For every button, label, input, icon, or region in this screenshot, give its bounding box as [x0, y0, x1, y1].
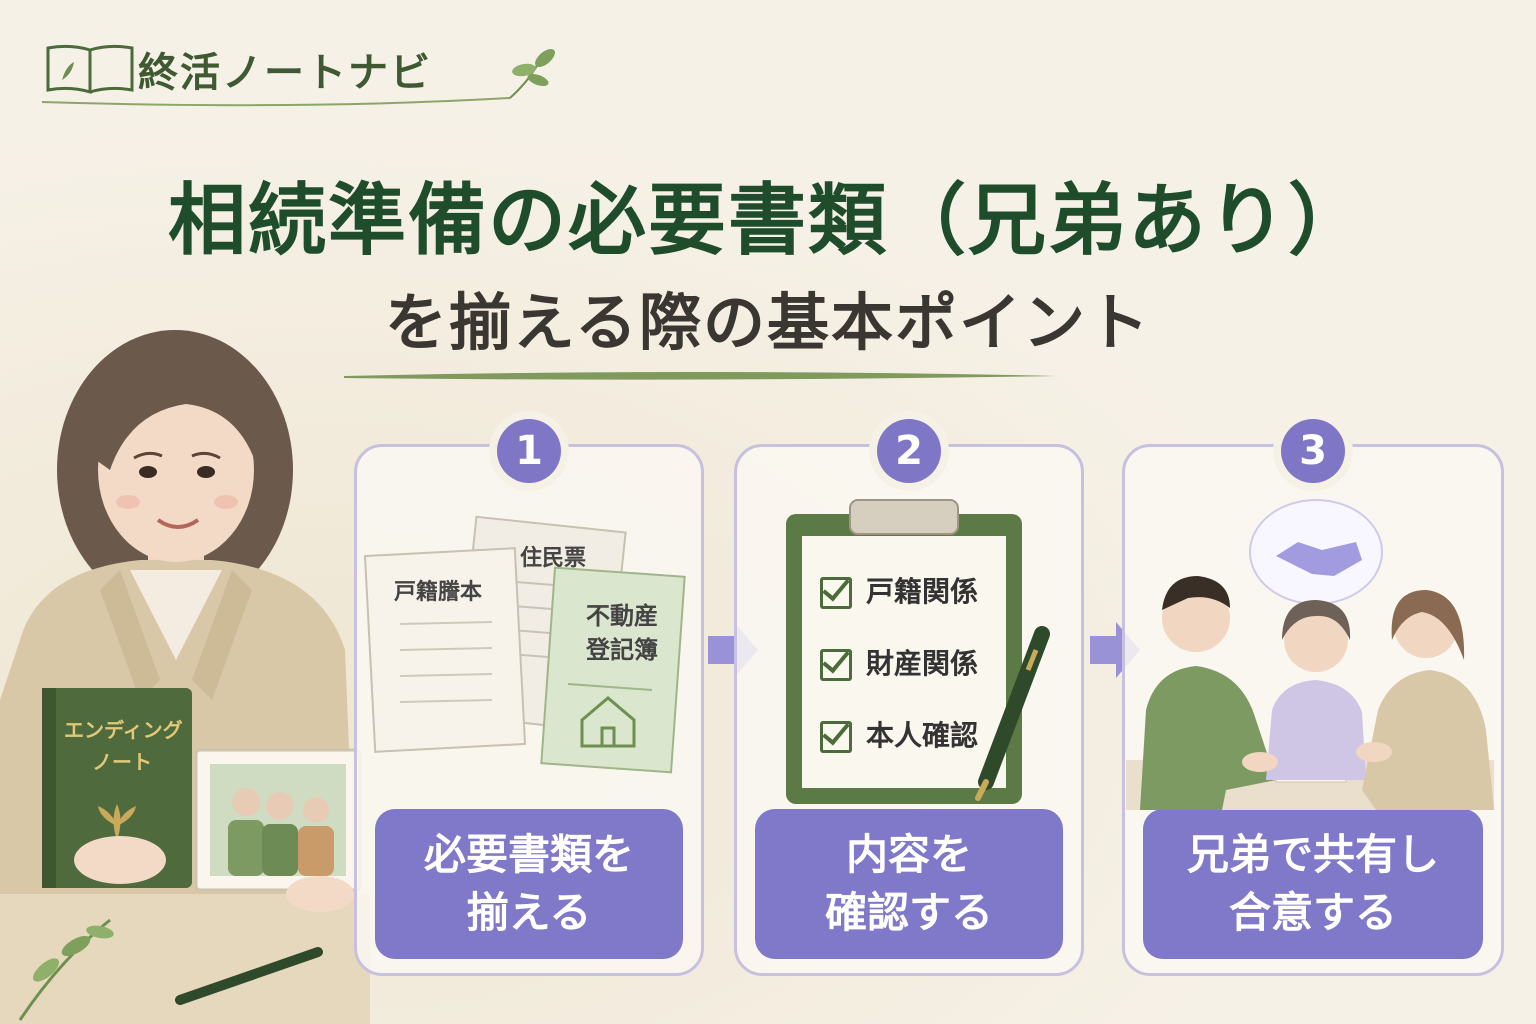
documents-illustration — [363, 515, 686, 774]
doc-juminhyo: 住民票 — [520, 546, 587, 571]
checkbox-icon — [820, 721, 852, 753]
checklist-item-1: 戸籍関係 — [820, 570, 978, 610]
step-label-1-line1: 必要書類を — [423, 830, 634, 879]
step-label-1: 必要書類を 揃える — [375, 809, 683, 959]
page-title: 相続準備の必要書類（兄弟あり） — [167, 176, 1368, 266]
doc-koseki: 戸籍謄本 — [394, 580, 483, 605]
brand-header: 終活ノートナビ — [40, 40, 560, 110]
step-label-3: 兄弟で共有し 合意する — [1143, 809, 1483, 959]
page-subtitle: を揃える際の基本ポイント — [384, 286, 1152, 359]
step-label-3-line1: 兄弟で共有し — [1186, 830, 1439, 879]
advisor-illustration — [0, 330, 370, 1024]
step-label-3-line2: 合意する — [1228, 888, 1397, 937]
checklist-item-2-label: 財産関係 — [866, 647, 979, 680]
checkbox-icon — [820, 649, 852, 681]
checklist-item-2: 財産関係 — [820, 642, 978, 682]
brand-name: 終活ノートナビ — [138, 50, 432, 96]
book-title-line1: エンディング — [64, 718, 183, 742]
title-underline — [344, 372, 1056, 380]
step-number-1: 1 — [497, 419, 561, 483]
step-label-2: 内容を 確認する — [755, 809, 1063, 959]
checklist-item-3-label: 本人確認 — [866, 719, 979, 752]
open-book-icon — [41, 44, 555, 107]
step-label-2-line1: 内容を — [845, 830, 972, 879]
checklist-item-1-label: 戸籍関係 — [866, 575, 979, 608]
checklist-item-3: 本人確認 — [820, 714, 978, 754]
step-number-2: 2 — [877, 419, 941, 483]
siblings-meeting-illustration — [1126, 499, 1494, 810]
step-label-2-line2: 確認する — [824, 888, 993, 937]
book-title-line2: ノート — [92, 750, 152, 774]
step-number-3: 3 — [1281, 419, 1345, 483]
checkbox-icon — [820, 577, 852, 609]
step-label-1-line2: 揃える — [466, 888, 592, 937]
doc-tokibo: 登記簿 — [586, 636, 658, 664]
handshake-icon — [1276, 542, 1362, 576]
doc-fudosan: 不動産 — [586, 602, 658, 630]
